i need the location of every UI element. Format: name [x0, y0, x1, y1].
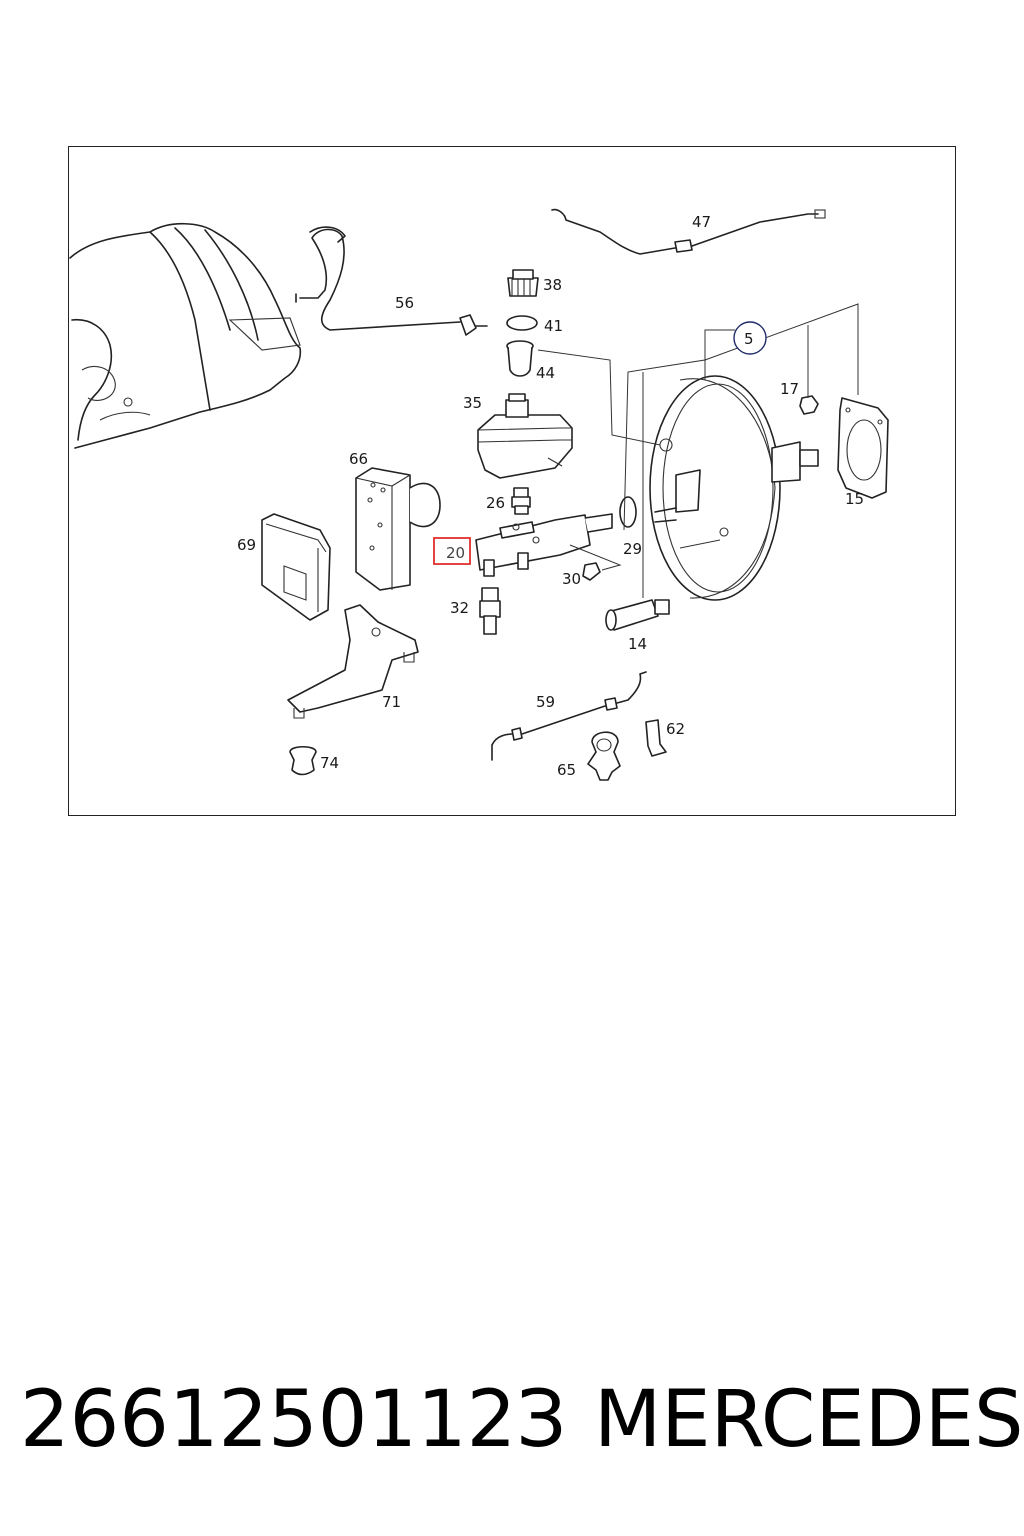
callout-56: 56 [395, 294, 414, 312]
engine-block-drawing [69, 222, 302, 449]
callout-47: 47 [692, 213, 711, 231]
callout-20: 20 [446, 544, 465, 562]
part-47-brake-line [551, 208, 826, 255]
part-30-nut [582, 562, 601, 581]
part-29-seal-ring [619, 496, 637, 528]
part-14-check-valve [605, 599, 670, 631]
callout-5: 5 [744, 330, 754, 348]
part-65-clamp [587, 731, 621, 781]
callout-38: 38 [543, 276, 562, 294]
callout-71: 71 [382, 693, 401, 711]
brand-name: MERCEDES [594, 1375, 1024, 1465]
callout-44: 44 [536, 364, 555, 382]
callout-32: 32 [450, 599, 469, 617]
callout-69: 69 [237, 536, 256, 554]
part-15-gasket [837, 397, 889, 499]
callout-14: 14 [628, 635, 647, 653]
part-74-grommet [289, 745, 317, 776]
part-5-brake-booster [649, 375, 819, 601]
part-32-pressure-sensor [479, 587, 501, 635]
callout-17: 17 [780, 380, 799, 398]
callout-62: 62 [666, 720, 685, 738]
callout-65: 65 [557, 761, 576, 779]
part-69-control-module [261, 513, 331, 621]
callout-66: 66 [349, 450, 368, 468]
part-44-filter [506, 340, 534, 377]
part-17-nut [799, 395, 819, 415]
part-59-hose [491, 671, 647, 761]
part-number: 2661250112З [20, 1375, 567, 1465]
callout-26: 26 [486, 494, 505, 512]
callout-5-circle [733, 321, 767, 355]
part-20-master-cylinder [475, 513, 613, 577]
part-71-bracket [287, 604, 419, 719]
part-41-seal-ring [506, 315, 538, 331]
part-62-clip [645, 719, 667, 757]
callout-29: 29 [623, 540, 642, 558]
part-35-brake-fluid-reservoir [477, 393, 573, 479]
part-38-reservoir-cap [507, 269, 539, 297]
part-66-hydraulic-unit [355, 467, 441, 591]
callout-35: 35 [463, 394, 482, 412]
callout-30: 30 [562, 570, 581, 588]
callout-59: 59 [536, 693, 555, 711]
part-26-grommet [511, 487, 531, 515]
footer-caption: 2661250112З MERCEDES [20, 1370, 1024, 1470]
callout-41: 41 [544, 317, 563, 335]
diagram-frame [68, 146, 956, 816]
callout-74: 74 [320, 754, 339, 772]
callout-15: 15 [845, 490, 864, 508]
part-56-vacuum-hose [295, 226, 488, 336]
highlight-box-part-20 [433, 537, 471, 565]
